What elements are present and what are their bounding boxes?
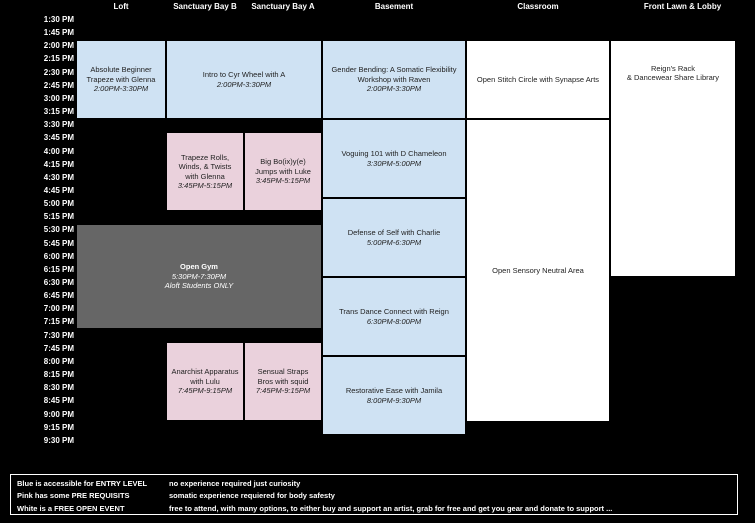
event-title: Big Bo(ix)y(e) Jumps with Luke: [255, 157, 311, 176]
event-title: Open Sensory Neutral Area: [492, 265, 584, 275]
time-label: 4:00 PM: [43, 146, 74, 156]
event-title: Anarchist Apparatus with Lulu: [171, 367, 239, 386]
event-absolute-beginner-trapeze[interactable]: Absolute Beginner Trapeze with Glenna 2:…: [76, 40, 166, 119]
time-label: 2:30 PM: [43, 67, 74, 77]
event-title: Gender Bending: A Somatic Flexibility Wo…: [331, 65, 457, 84]
legend-desc: somatic experience requiered for body sa…: [169, 491, 335, 501]
event-title: Open Gym: [180, 262, 218, 272]
time-label: 6:30 PM: [43, 278, 74, 287]
event-title: Sensual Straps Bros with squid: [257, 367, 309, 386]
header-basement: Basement: [374, 2, 414, 11]
event-time: 3:45PM-5:15PM: [255, 176, 311, 186]
event-anarchist-apparatus[interactable]: Anarchist Apparatus with Lulu 7:45PM-9:1…: [166, 342, 244, 421]
time-label: 5:15 PM: [43, 212, 74, 222]
time-label: 5:00 PM: [43, 199, 74, 209]
time-label: 9:30 PM: [43, 435, 74, 445]
event-title: Defense of Self with Charlie: [347, 228, 441, 238]
header-sanctuary-bay-a: Sanctuary Bay A: [251, 2, 315, 11]
event-time: 2:00PM-3:30PM: [366, 84, 422, 94]
event-time: 6:30PM-8:00PM: [366, 316, 422, 326]
time-label: 7:15 PM: [43, 317, 74, 327]
event-sensual-straps[interactable]: Sensual Straps Bros with squid 7:45PM-9:…: [244, 342, 322, 421]
event-title: Restorative Ease with Jamila: [345, 386, 443, 396]
event-big-bouncy-jumps[interactable]: Big Bo(ix)y(e) Jumps with Luke 3:45PM-5:…: [244, 132, 322, 211]
time-label: 2:00 PM: [43, 41, 74, 51]
event-subtitle: & Dancewear Share Library: [626, 73, 720, 83]
event-time: 3:30PM-5:00PM: [366, 158, 422, 168]
event-title: Intro to Cyr Wheel with A: [202, 70, 286, 80]
time-label: 9:15 PM: [43, 422, 74, 432]
event-trapeze-rolls[interactable]: Trapeze Rolls, Winds, & Twists with Glen…: [166, 132, 244, 211]
event-gender-bending[interactable]: Gender Bending: A Somatic Flexibility Wo…: [322, 40, 466, 119]
header-front-lawn-lobby: Front Lawn & Lobby: [643, 2, 722, 11]
event-defense-of-self[interactable]: Defense of Self with Charlie 5:00PM-6:30…: [322, 198, 466, 277]
time-label: 9:00 PM: [43, 409, 74, 419]
time-label: 8:15 PM: [43, 370, 74, 380]
time-label: 7:00 PM: [43, 304, 74, 314]
time-label: 6:15 PM: [43, 264, 74, 274]
time-label: 3:15 PM: [43, 107, 74, 117]
time-label: 4:30 PM: [43, 172, 74, 182]
event-title: Open Stitch Circle with Synapse Arts: [476, 74, 600, 84]
event-restorative-ease[interactable]: Restorative Ease with Jamila 8:00PM-9:30…: [322, 356, 466, 435]
time-label: 4:45 PM: [43, 185, 74, 195]
legend-row-white: White is a FREE OPEN EVENT free to atten…: [17, 502, 731, 515]
time-label: 7:45 PM: [43, 343, 74, 353]
time-label: 3:45 PM: [43, 133, 74, 143]
event-time: 2:00PM-3:30PM: [93, 84, 149, 94]
header-loft: Loft: [113, 2, 129, 11]
time-label: 8:30 PM: [43, 383, 74, 393]
event-title: Voguing 101 with D Chameleon: [341, 149, 447, 159]
legend-key: Pink has some PRE REQUISITS: [17, 491, 130, 501]
event-title: Absolute Beginner Trapeze with Glenna: [86, 65, 156, 84]
event-time: 3:45PM-5:15PM: [177, 180, 233, 190]
time-label: 1:30 PM: [43, 15, 74, 24]
event-open-sensory-neutral-area[interactable]: Open Sensory Neutral Area: [466, 119, 610, 422]
legend-key: Blue is accessible for ENTRY LEVEL: [17, 478, 148, 488]
legend-desc: no experience required just curiosity: [169, 478, 301, 488]
time-label: 5:30 PM: [43, 225, 74, 235]
event-note: Aloft Students ONLY: [164, 281, 234, 291]
time-label: 7:30 PM: [43, 330, 74, 340]
event-time: 5:00PM-6:30PM: [366, 237, 422, 247]
event-time: 2:00PM-3:30PM: [216, 79, 272, 89]
event-title: Trans Dance Connect with Reign: [339, 307, 449, 317]
time-label: 1:45 PM: [43, 28, 74, 38]
event-title: Reign's Rack: [651, 64, 695, 73]
event-time: 8:00PM-9:30PM: [366, 395, 422, 405]
time-label: 6:45 PM: [43, 291, 74, 301]
time-label: 3:30 PM: [43, 120, 74, 130]
legend-key: White is a FREE OPEN EVENT: [17, 503, 125, 513]
event-time: 7:45PM-9:15PM: [177, 386, 233, 396]
header-classroom: Classroom: [517, 2, 559, 11]
time-label: 4:15 PM: [43, 159, 74, 169]
event-time: 5:30PM-7:30PM: [171, 271, 227, 281]
event-trans-dance-connect[interactable]: Trans Dance Connect with Reign 6:30PM-8:…: [322, 277, 466, 356]
legend: Blue is accessible for ENTRY LEVEL no ex…: [10, 474, 738, 515]
time-label: 2:15 PM: [43, 54, 74, 64]
event-title: Trapeze Rolls, Winds, & Twists with Glen…: [178, 152, 232, 181]
legend-desc: free to attend, with many options, to ei…: [169, 503, 613, 513]
time-label: 5:45 PM: [43, 238, 74, 248]
time-label: 3:00 PM: [43, 93, 74, 103]
legend-row-blue: Blue is accessible for ENTRY LEVEL no ex…: [17, 477, 731, 490]
event-intro-cyr-wheel[interactable]: Intro to Cyr Wheel with A 2:00PM-3:30PM: [166, 40, 322, 119]
time-label: 2:45 PM: [43, 80, 74, 90]
header-sanctuary-bay-b: Sanctuary Bay B: [173, 2, 237, 11]
event-open-gym[interactable]: Open Gym 5:30PM-7:30PM Aloft Students ON…: [76, 224, 322, 329]
event-open-stitch-circle[interactable]: Open Stitch Circle with Synapse Arts: [466, 40, 610, 119]
time-label: 8:00 PM: [43, 356, 74, 366]
legend-row-pink: Pink has some PRE REQUISITS somatic expe…: [17, 490, 731, 503]
time-label: 8:45 PM: [43, 396, 74, 406]
event-voguing-101[interactable]: Voguing 101 with D Chameleon 3:30PM-5:00…: [322, 119, 466, 198]
time-label: 6:00 PM: [43, 251, 74, 261]
event-reigns-rack[interactable]: Reign's Rack & Dancewear Share Library: [610, 40, 736, 277]
event-time: 7:45PM-9:15PM: [255, 386, 311, 396]
